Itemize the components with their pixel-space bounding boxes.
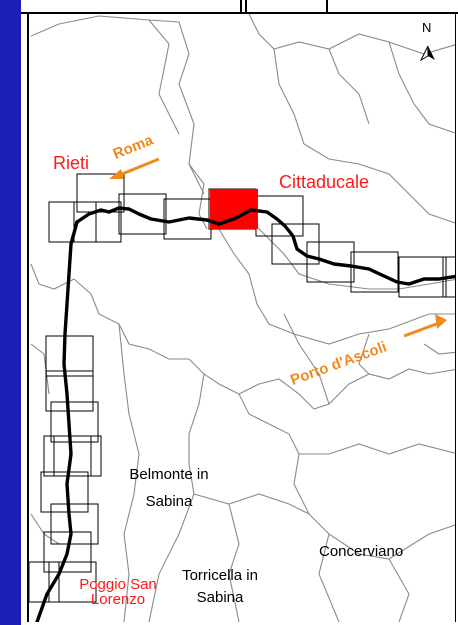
map-frame: Rieti Cittaducale Roma Porto d'Ascoli Be… (27, 14, 456, 622)
map-canvas (29, 14, 455, 622)
frame-bar (0, 0, 21, 625)
top-strip-divider (326, 0, 328, 12)
town-label-torricella: Torricella in Sabina (165, 565, 275, 609)
town-label-rieti: Rieti (53, 153, 90, 173)
route-line-south (35, 220, 79, 622)
top-strip (21, 0, 458, 14)
town-label-poggio: Poggio San Lorenzo (68, 577, 168, 607)
arrow-icon (403, 314, 447, 338)
town-label-cittaducale: Cittaducale (279, 172, 370, 192)
town-label-belmonte-line2: Sabina (145, 493, 193, 510)
arrow-icon (109, 157, 160, 179)
town-label-torricella-line1: Torricella in (182, 567, 258, 584)
north-label: N (422, 20, 432, 35)
town-label-torricella-line2: Sabina (196, 589, 244, 606)
town-label-poggio-line2: Lorenzo (90, 591, 146, 608)
route-line-east (75, 206, 455, 286)
town-label-concerviano: Concerviano (319, 543, 404, 560)
north-arrow-icon (419, 45, 435, 62)
town-label-belmonte-line1: Belmonte in (129, 466, 209, 483)
top-strip-divider (245, 0, 247, 12)
top-strip-divider (240, 0, 242, 12)
town-label-belmonte: Belmonte in Sabina (104, 461, 234, 515)
municipal-boundaries (30, 14, 455, 622)
sheet-grid (29, 173, 455, 603)
town-label-poggio-line1: Poggio San (79, 576, 157, 593)
